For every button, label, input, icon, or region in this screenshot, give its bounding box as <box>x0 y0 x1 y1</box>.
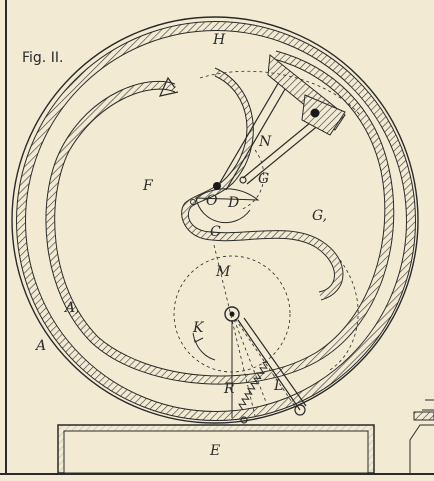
label-A: A <box>34 338 46 354</box>
outer-hatched-wall <box>16 21 416 421</box>
label-C: C <box>210 224 221 240</box>
label-L: L <box>273 378 283 394</box>
rod-L <box>237 317 307 416</box>
label-F: F <box>142 178 154 194</box>
base-pedestal <box>57 424 375 474</box>
adjacent-figure-fragment <box>409 399 434 474</box>
figure-caption: Fig. II. <box>22 50 63 66</box>
link-arm-N <box>217 79 321 191</box>
label-M: M <box>215 264 231 280</box>
label-G: G <box>258 171 269 187</box>
label-E: E <box>209 443 220 459</box>
piston-curved-wall <box>181 68 343 300</box>
notch-edge <box>158 76 179 97</box>
pivot-O <box>213 182 221 190</box>
label-O: O <box>206 193 218 209</box>
spiral-hatched-wall <box>46 51 394 385</box>
bracket-H <box>267 54 346 136</box>
label-A1: A, <box>63 300 80 316</box>
outer-casing-ring <box>11 16 419 424</box>
label-R: R <box>223 381 235 397</box>
label-G1: G, <box>312 208 327 224</box>
spring-R <box>231 320 269 424</box>
valve-disc-D <box>194 188 260 201</box>
label-N: N <box>258 134 272 150</box>
label-K: K <box>192 320 205 336</box>
label-H: H <box>212 32 226 48</box>
label-D: D <box>227 195 239 211</box>
